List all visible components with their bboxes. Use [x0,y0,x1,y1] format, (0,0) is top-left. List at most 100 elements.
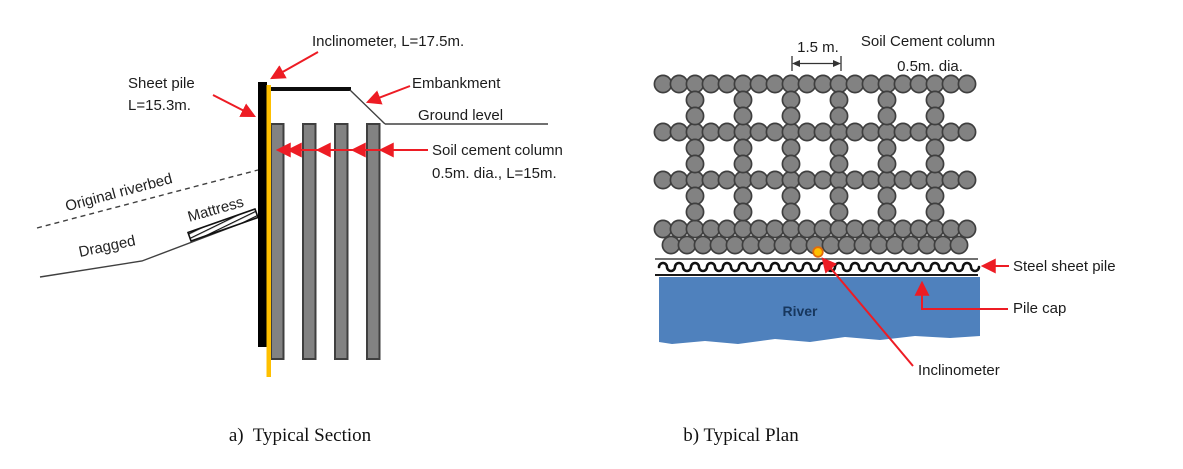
soil-cement-column [334,123,349,360]
pile-cap-arrow [914,280,1008,310]
soil-cement-column-circle [877,74,897,94]
soil-cement-column-circle [925,170,945,190]
dragged-label: Dragged [77,232,137,261]
soil-cement-column-circle [893,219,913,239]
soil-cement-column-circle [765,74,785,94]
soil-cement-column-circle [853,235,873,255]
soil-cement-column-circle [917,235,937,255]
soil-cement-column-circle [685,202,705,222]
soil-cement-column-circle [813,122,833,142]
soil-cement-column-circle [877,219,897,239]
soil-cement-column-circle [957,122,977,142]
soil-cement-column-circle [813,170,833,190]
steel-sheet-pile-wave [657,261,981,273]
soil-cement-column-circle [925,138,945,158]
soil-cement-column-circle [685,154,705,174]
soil-cement-column-circle [653,122,673,142]
soil-cement-column-circle [781,90,801,110]
pile-cap-label: Pile cap [1013,300,1066,317]
soil-cement-column-circle [837,235,857,255]
soil-cement-column-label-line1: Soil cement column [432,142,563,159]
soil-cement-column-circle [925,90,945,110]
inclinometer-plan-label: Inclinometer [918,362,1000,379]
soil-cement-column-circle [741,235,761,255]
soil-cement-column-circle [781,122,801,142]
soil-cement-column-circle [701,122,721,142]
soil-cement-column-circle [925,74,945,94]
steel-sheet-pile-label: Steel sheet pile [1013,258,1116,275]
soil-cement-column-circle [845,219,865,239]
soil-cement-column-circle [733,90,753,110]
soil-cement-column-circle [909,219,929,239]
soil-cement-column-circle [677,235,697,255]
original-riverbed-dashed-line [36,169,259,229]
soil-cement-column-circle [829,186,849,206]
soil-cement-column-circle [925,122,945,142]
soil-cement-column-circle [877,154,897,174]
soil-cement-column-circle [685,219,705,239]
soil-cement-column-circle [861,74,881,94]
soil-cement-column-circle [797,122,817,142]
soil-cement-column-circle [781,202,801,222]
soil-cement-column-circle [685,122,705,142]
soil-cement-column-circle [813,74,833,94]
soil-cement-column-circle [733,219,753,239]
soil-cement-column-circle [653,219,673,239]
soil-cement-column-circle [885,235,905,255]
soil-cement-column-circle [941,122,961,142]
soil-cement-column-circle [733,170,753,190]
soil-cement-column-circle [829,219,849,239]
soil-cement-column-circle [925,202,945,222]
soil-cement-column-circle [829,170,849,190]
section-caption: a) Typical Section [229,425,372,446]
spacing-dimension-label: 1.5 m. [797,39,839,56]
soil-cement-column-circle [685,74,705,94]
soil-cement-column-circle [733,186,753,206]
soil-cement-column-circle [845,74,865,94]
soil-cement-column-circle [925,154,945,174]
soil-cement-column-grid [653,74,977,255]
inclinometer-dot [812,246,824,258]
soil-cement-column-circle [861,122,881,142]
soil-cement-column-circle [757,235,777,255]
soil-cement-column-circle [877,138,897,158]
soil-cement-column-circle [877,170,897,190]
soil-cement-column-circle [925,186,945,206]
soil-cement-column-circle [933,235,953,255]
soil-cement-column-circle [749,170,769,190]
soil-cement-column-circle [749,74,769,94]
dimension-arrowhead-left [792,60,800,67]
soil-cement-column-circle [797,74,817,94]
soil-cement-column-circle [733,106,753,126]
soil-cement-column-circle [877,202,897,222]
soil-cement-column-circle [845,170,865,190]
river-label: River [782,303,818,319]
soil-cement-column-circle [941,219,961,239]
soil-cement-column-circle [957,219,977,239]
soil-cement-column-circle [781,106,801,126]
soil-cement-column-label-line2: 0.5m. dia., L=15m. [432,165,557,182]
soil-cement-column-circle [725,235,745,255]
soil-cement-column-circle [685,106,705,126]
embankment-slope-line [349,89,386,125]
soil-cement-column-circle [909,170,929,190]
soil-cement-column-circle [781,186,801,206]
soil-cement-column-circle [957,170,977,190]
soil-cement-column-circle [765,170,785,190]
inclinometer-arrow [270,51,319,80]
plan-soil-cement-column-label-line2: 0.5m. dia. [897,58,963,75]
soil-cement-column-circle [701,74,721,94]
sheet-pile-label-line1: Sheet pile [128,75,195,92]
soil-cement-column-circle [773,235,793,255]
soil-cement-column-circle [925,219,945,239]
soil-cement-column-circle [829,202,849,222]
soil-cement-column-circle [717,74,737,94]
soil-cement-column [366,123,381,360]
mattress-band [186,207,260,243]
soil-cement-column-circle [829,138,849,158]
soil-cement-column-circle [845,122,865,142]
spacing-dimension [791,56,842,71]
soil-cement-column-circle [685,138,705,158]
